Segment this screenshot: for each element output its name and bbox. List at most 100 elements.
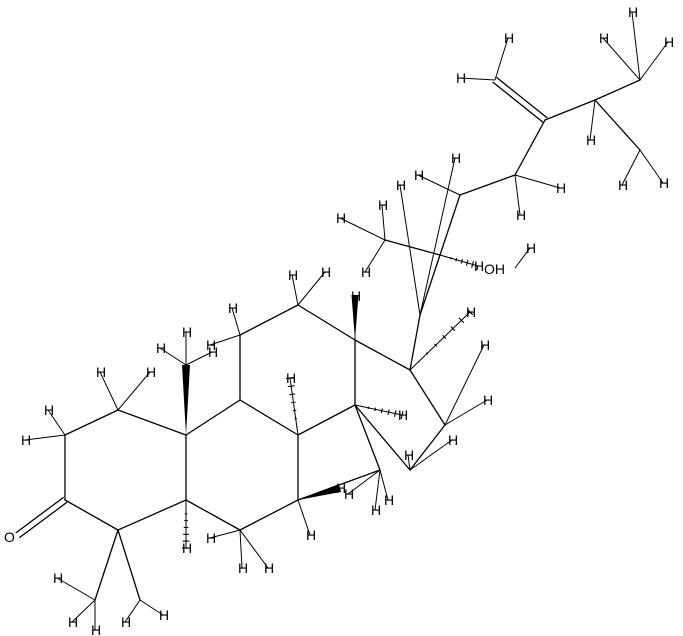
- hash-bond-line: [387, 409, 390, 416]
- double-bond-line: [492, 81, 544, 123]
- hydrogen-label: H: [344, 486, 354, 502]
- bond-line: [239, 499, 299, 531]
- bond-line: [409, 314, 421, 371]
- hydrogen-label: H: [351, 288, 361, 304]
- hash-bond-line: [400, 410, 404, 420]
- bond-line: [594, 79, 641, 101]
- hash-bond-line: [434, 343, 438, 347]
- hydrogen-bonds: [24, 11, 669, 630]
- h-bond-line: [239, 529, 269, 569]
- bond-line: [459, 174, 516, 196]
- h-bond-line: [99, 371, 119, 411]
- hydrogen-label: H: [396, 177, 406, 193]
- hydrogen-label: H: [378, 197, 388, 213]
- hydrogen-label: H: [414, 167, 424, 183]
- hydrogen-label: H: [404, 447, 414, 463]
- h-bond-line: [24, 434, 66, 441]
- hash-bond-line: [458, 317, 465, 324]
- hash-bond-line: [450, 326, 456, 332]
- h-bond-line: [399, 184, 421, 316]
- bond-line: [354, 339, 411, 371]
- hydrogen-label: H: [516, 207, 526, 223]
- h-bond-line: [139, 599, 164, 616]
- hydrogen-label: H: [44, 402, 54, 418]
- hash-bond-line: [285, 376, 295, 380]
- hydrogen-label: H: [182, 540, 192, 556]
- hydrogen-label: H: [321, 264, 331, 280]
- bond-line: [239, 399, 299, 436]
- h-bond-line: [117, 371, 151, 411]
- h-bond-line: [409, 439, 453, 471]
- h-bond-line: [639, 149, 664, 184]
- h-bond-line: [514, 174, 561, 189]
- hydrogen-label: H: [556, 180, 566, 196]
- hydrogen-label: H: [336, 210, 346, 226]
- hydrogen-label: H: [480, 337, 490, 353]
- hash-bond-line: [460, 258, 463, 264]
- h-bond-line: [347, 469, 381, 495]
- bond-line: [185, 499, 241, 531]
- bond-line: [185, 399, 241, 436]
- double-bond-line: [496, 77, 548, 119]
- hash-bond-line: [394, 410, 397, 418]
- hydrogen-label: H: [53, 570, 63, 586]
- hydrogen-label: H: [206, 530, 216, 546]
- h-bond-line: [124, 599, 141, 623]
- h-bond-line: [185, 351, 213, 366]
- hydrogen-label: H: [504, 30, 514, 46]
- h-bond-line: [514, 174, 521, 216]
- h-bond-line: [439, 254, 479, 267]
- h-bond-line: [589, 99, 596, 141]
- h-bond-line: [364, 239, 386, 273]
- hydrogen-label: H: [526, 240, 536, 256]
- h-bond-line: [639, 41, 669, 81]
- hydrogen-label: H: [371, 502, 381, 518]
- bond-line: [354, 404, 381, 471]
- bond-line: [354, 404, 411, 471]
- hash-bond-line: [450, 256, 452, 260]
- bond-line: [64, 409, 119, 436]
- wedge-bond: [351, 295, 359, 340]
- hash-bond-line: [417, 360, 420, 363]
- hydrogen-label: H: [474, 258, 484, 274]
- h-bond-line: [459, 77, 496, 81]
- ketone-oxygen-label: O: [4, 529, 15, 545]
- h-bond-line: [514, 247, 531, 269]
- h-bond-line: [289, 377, 299, 436]
- hydrogen-label: H: [96, 364, 106, 380]
- hydrogen-label: H: [146, 364, 156, 380]
- hydroxyl-label: OH: [484, 261, 505, 277]
- double-bond-line: [15, 496, 64, 534]
- stereo-bonds: [182, 255, 480, 549]
- h-bond-line: [602, 37, 641, 81]
- hash-bond-line: [425, 352, 429, 355]
- h-bond-line: [291, 274, 299, 306]
- bond-line: [514, 119, 546, 176]
- hydrogen-label: H: [288, 267, 298, 283]
- hash-bond-line: [287, 385, 295, 388]
- hydrogen-label: H: [156, 340, 166, 356]
- hydrogen-label: H: [206, 337, 216, 353]
- h-bond-line: [239, 529, 243, 569]
- hydrogen-label: H: [336, 480, 346, 496]
- bond-line: [409, 424, 446, 471]
- h-bond-line: [231, 307, 241, 336]
- h-bond-line: [297, 499, 311, 536]
- hash-bond-line: [374, 407, 377, 412]
- hydrogen-label: H: [159, 607, 169, 623]
- bond-line: [117, 529, 141, 601]
- h-bond-line: [494, 37, 509, 81]
- hydrogen-label: H: [384, 492, 394, 508]
- h-bond-line: [417, 174, 461, 196]
- h-bond-line: [209, 529, 241, 539]
- h-bond-line: [339, 217, 386, 241]
- bond-line: [297, 304, 356, 341]
- hydrogen-label: H: [228, 300, 238, 316]
- h-bond-line: [409, 311, 471, 371]
- hydrogen-label: H: [264, 560, 274, 576]
- h-bond-line: [159, 347, 187, 366]
- hydrogen-label: H: [286, 370, 296, 386]
- hydrogen-label: H: [21, 432, 31, 448]
- h-bond-line: [631, 11, 641, 81]
- hydrogen-label: H: [628, 4, 638, 20]
